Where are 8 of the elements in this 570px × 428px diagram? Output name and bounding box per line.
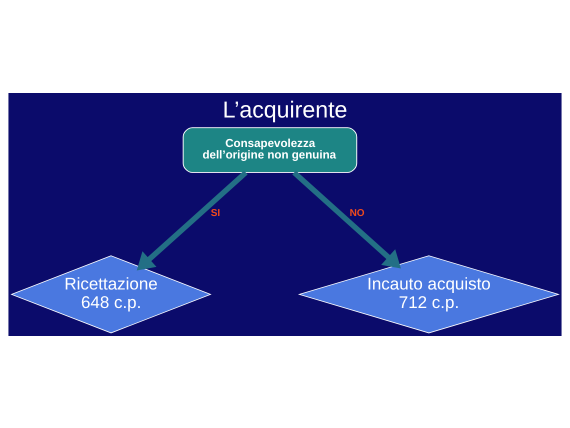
node-diamond: Incauto acquisto 712 c.p. [298, 254, 560, 333]
arrow [292, 170, 401, 268]
arrow [136, 170, 248, 270]
edge-label: SI [210, 207, 220, 218]
edge-label: NO [350, 207, 365, 218]
diagram-title: L’acquirente [222, 96, 348, 122]
node-diamond: Ricettazione 648 c.p. [10, 254, 212, 333]
node-box: Consapevolezza dell’origine non genuina [182, 126, 358, 172]
